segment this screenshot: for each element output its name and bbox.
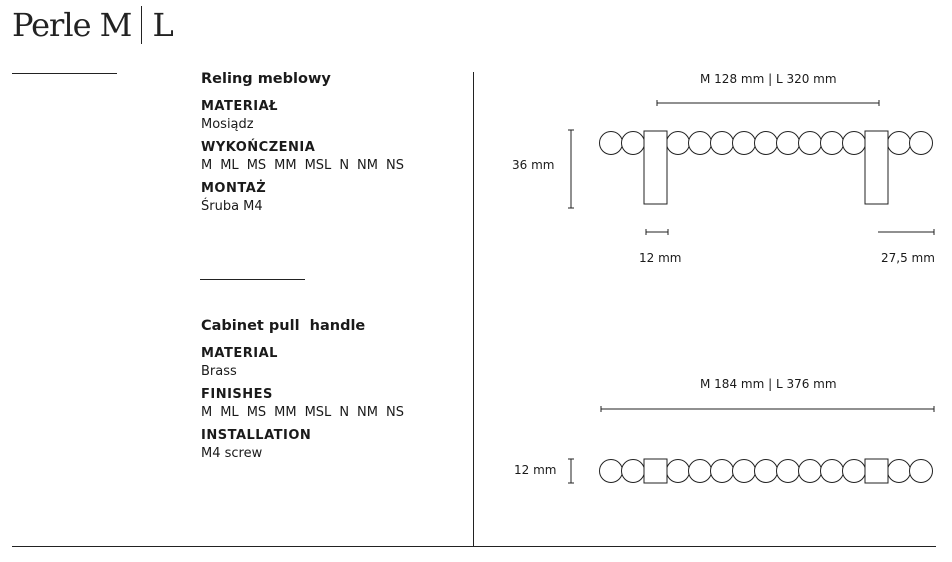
bead [887,131,911,155]
bead [666,459,690,483]
bead [798,459,822,483]
title-model: Perle M [12,6,132,44]
finish: NS [386,405,404,420]
bead [776,131,800,155]
title-size: L [152,6,173,44]
handle-front-view [599,130,933,205]
dim-height: 36 mm [512,158,555,172]
bead [820,131,844,155]
handle-top-view [599,458,933,484]
bead [842,459,866,483]
finish: NM [357,405,378,420]
bead [732,131,756,155]
bead [887,459,911,483]
finish: NS [386,158,404,173]
dimension-lines [568,100,935,484]
finishes-label: FINISHES [201,387,273,402]
section-pl: Reling meblowy MATERIAŁ Mosiądz WYKOŃCZE… [201,71,412,214]
material-label: MATERIAL [201,346,278,361]
divider [200,279,305,280]
foot [643,130,668,205]
finish: MSL [304,158,332,173]
bead [776,459,800,483]
dim-length: M 184 mm | L 376 mm [700,377,837,391]
bead [599,131,623,155]
installation-label: MONTAŻ [201,181,267,196]
finish: ML [220,158,239,173]
divider [12,546,936,547]
foot [643,458,668,484]
finish: M [201,405,213,420]
bead [732,459,756,483]
bead [688,459,712,483]
bead [599,459,623,483]
installation-label: INSTALLATION [201,428,312,443]
bead [621,459,645,483]
finish: MSL [304,405,332,420]
dim-spacing: M 128 mm | L 320 mm [700,72,837,86]
finish: MS [246,158,267,173]
finish: MM [274,405,297,420]
installation-value: M4 screw [201,446,263,461]
bead [842,131,866,155]
foot [864,130,889,205]
bead [688,131,712,155]
finish: ML [220,405,239,420]
finishes-list: M ML MS MM MSL N NM NS [201,158,412,173]
finishes-label: WYKOŃCZENIA [201,140,316,155]
section-heading: Cabinet pull handle [201,318,366,334]
bead [909,459,933,483]
bead [710,459,734,483]
foot [864,458,889,484]
material-label: MATERIAŁ [201,99,278,114]
bead [798,131,822,155]
bead [754,459,778,483]
finish: NM [357,158,378,173]
finish: M [201,158,213,173]
title-separator [141,6,143,44]
finish: MS [246,405,267,420]
bead [820,459,844,483]
finishes-list: M ML MS MM MSL N NM NS [201,405,412,420]
bead [621,131,645,155]
material-value: Brass [201,364,237,379]
section-en: Cabinet pull handle MATERIAL Brass FINIS… [201,318,412,461]
bead [710,131,734,155]
installation-value: Śruba M4 [201,199,263,214]
bead [666,131,690,155]
column-divider [473,72,474,546]
finish: MM [274,158,297,173]
bead [754,131,778,155]
divider [12,73,117,74]
section-heading: Reling meblowy [201,71,331,87]
finish: N [339,158,350,173]
dim-overhang: 27,5 mm [881,251,935,265]
page-title: Perle M L [12,6,174,44]
bead [909,131,933,155]
dim-foot-width: 12 mm [639,251,682,265]
dim-thickness: 12 mm [514,463,557,477]
finish: N [339,405,350,420]
material-value: Mosiądz [201,117,254,132]
